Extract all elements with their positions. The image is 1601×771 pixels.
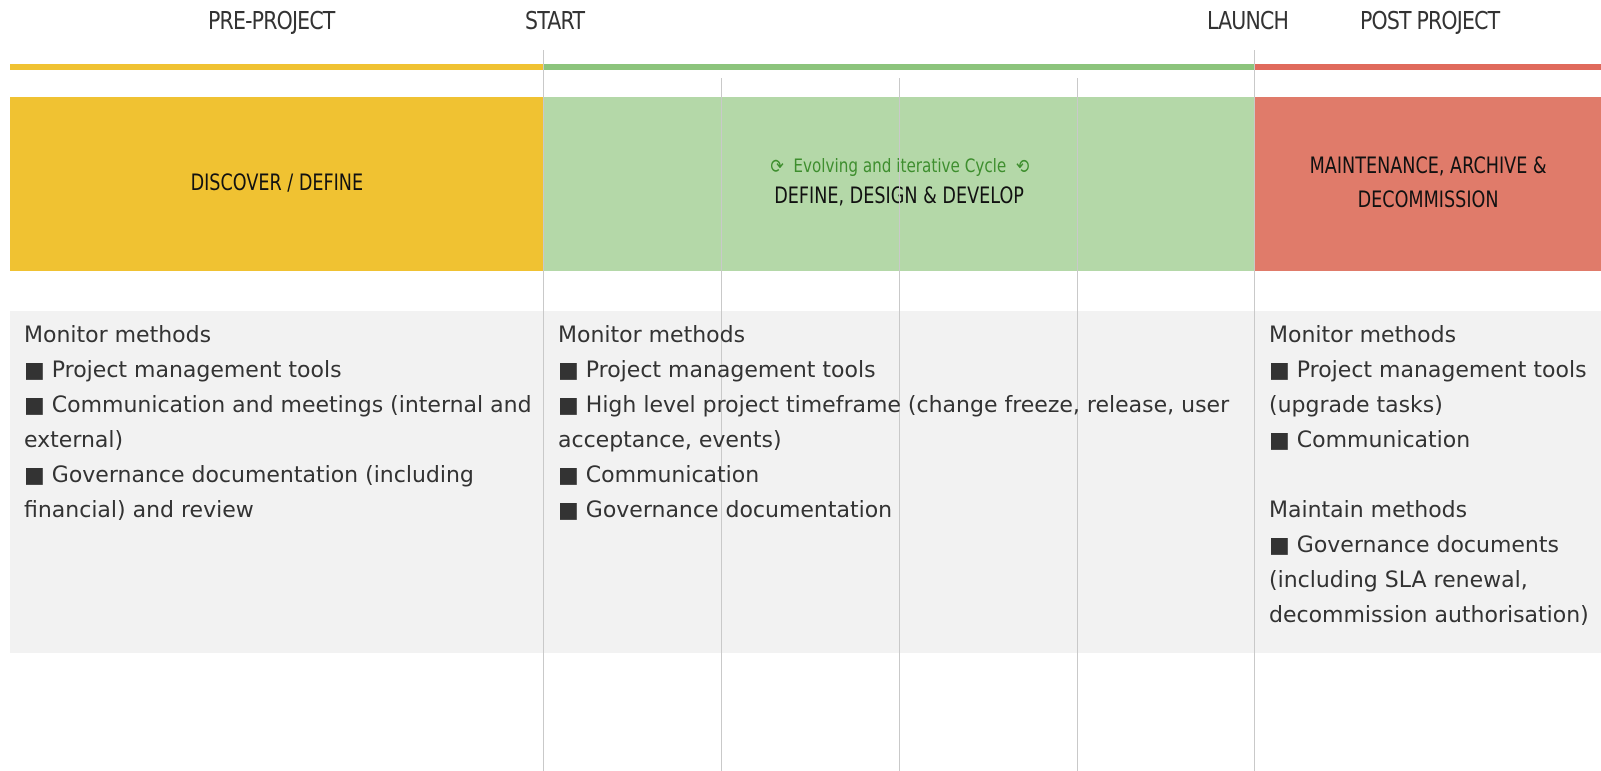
list-item: ■ Communication [1269, 428, 1471, 453]
content-text-pre: Monitor methods ■ Project management too… [24, 318, 539, 528]
label-start: START [525, 6, 585, 35]
list-item: ■ Project management tools [1269, 358, 1587, 383]
launch-marker-line [1254, 50, 1255, 771]
monitor-methods-heading: Monitor methods [24, 323, 212, 348]
maintain-methods-heading: Maintain methods [1269, 498, 1468, 523]
list-item: ■ High level project timeframe (change f… [558, 393, 1230, 418]
phase-block-maintain: MAINTENANCE, ARCHIVE & DECOMMISSION [1255, 97, 1601, 271]
content-text-develop: Monitor methods ■ Project management too… [558, 318, 1248, 528]
label-pre-project: PRE-PROJECT [208, 6, 335, 35]
list-item-continuation: (upgrade tasks) [1269, 393, 1443, 418]
label-launch: LAUNCH [1207, 6, 1289, 35]
sprint-divider-line [899, 78, 900, 771]
sprint-divider-line [1077, 78, 1078, 771]
phase-title-maintain-line1: MAINTENANCE, ARCHIVE & [1309, 154, 1547, 179]
list-item: ■ Project management tools [558, 358, 876, 383]
refresh-ccw-icon: ⟲ [1015, 154, 1029, 178]
list-item: ■ Communication [558, 463, 760, 488]
timeline-bar-develop [544, 64, 1255, 70]
timeline-bar-pre [10, 64, 544, 70]
start-marker-line [543, 50, 544, 771]
list-item: ■ Governance documentation [558, 498, 893, 523]
phase-title-discover: DISCOVER / DEFINE [190, 171, 364, 196]
list-item: ■ Communication and meetings (internal a… [24, 393, 532, 418]
phase-block-discover: DISCOVER / DEFINE [10, 97, 544, 271]
content-text-post: Monitor methods ■ Project management too… [1269, 318, 1601, 633]
list-item-continuation: decommission authorisation) [1269, 603, 1589, 628]
sprint-divider-line [721, 78, 722, 771]
list-item-continuation: acceptance, events) [558, 428, 782, 453]
spacer [1269, 458, 1601, 493]
list-item-continuation: financial) and review [24, 498, 254, 523]
content-panel-post [1255, 311, 1601, 653]
list-item: ■ Project management tools [24, 358, 342, 383]
refresh-cw-icon: ⟳ [770, 154, 784, 178]
content-panel-pre [10, 311, 544, 653]
label-post-project: POST PROJECT [1360, 6, 1500, 35]
list-item-continuation: (including SLA renewal, [1269, 568, 1528, 593]
monitor-methods-heading: Monitor methods [558, 323, 746, 348]
monitor-methods-heading: Monitor methods [1269, 323, 1457, 348]
timeline-bar-post [1255, 64, 1601, 70]
phase-title-maintain-line2: DECOMMISSION [1357, 188, 1499, 213]
list-item: ■ Governance documentation (including [24, 463, 474, 488]
list-item-continuation: external) [24, 428, 124, 453]
list-item: ■ Governance documents [1269, 533, 1559, 558]
